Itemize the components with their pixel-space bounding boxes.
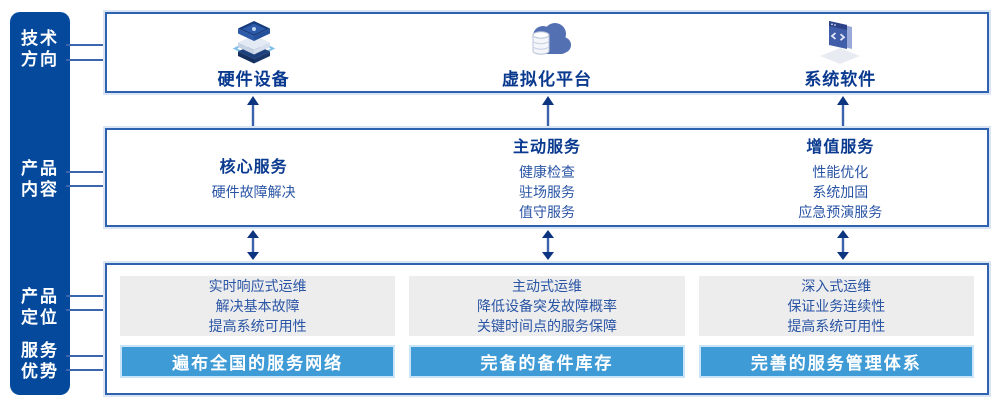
double-arrow-icon xyxy=(247,230,259,260)
product-content-box: 核心服务 硬件故障解决 主动服务 健康检查 驻场服务 值守服务 增值服务 性能优… xyxy=(105,128,989,227)
tech-col-virtualization: 虚拟化平台 xyxy=(400,14,693,91)
connector-line xyxy=(66,59,107,61)
service-item: 健康检查 xyxy=(518,164,575,180)
sidebar-label-line: 定位 xyxy=(21,308,59,327)
advantage-banner: 遍布全国的服务网络 xyxy=(120,345,396,378)
service-item: 应急预演服务 xyxy=(798,204,883,220)
tech-label: 系统软件 xyxy=(804,70,877,89)
connector-line xyxy=(66,355,107,357)
service-col-core: 核心服务 硬件故障解决 xyxy=(107,130,400,225)
code-window-icon xyxy=(820,21,861,64)
positioning-line: 主动式运维 xyxy=(511,278,582,294)
cloud-database-icon xyxy=(532,23,571,55)
sidebar-label-product-content: 产品 内容 xyxy=(10,158,70,200)
up-arrow-icon xyxy=(542,96,554,126)
positioning-advantage-box: 实时响应式运维 解决基本故障 提高系统可用性 遍布全国的服务网络 主动式运维 降… xyxy=(105,263,989,395)
connector-line xyxy=(66,369,107,371)
service-title: 核心服务 xyxy=(219,159,288,176)
advantage-banner: 完备的备件库存 xyxy=(409,345,685,378)
service-item: 硬件故障解决 xyxy=(211,184,296,200)
sidebar-label-line: 服务 xyxy=(21,341,59,360)
connector-line xyxy=(66,185,107,187)
advantage-banner: 完善的服务管理体系 xyxy=(698,345,974,378)
double-arrow-icon xyxy=(837,230,849,260)
sidebar-label-line: 优势 xyxy=(21,362,59,381)
double-arrow-icon xyxy=(542,230,554,260)
service-col-value-added: 增值服务 性能优化 系统加固 应急预演服务 xyxy=(694,130,987,225)
positioning-line: 降低设备突发故障概率 xyxy=(476,298,617,314)
positioning-col-deep: 深入式运维 保证业务连续性 提高系统可用性 完善的服务管理体系 xyxy=(698,276,974,378)
service-title: 主动服务 xyxy=(512,139,581,156)
positioning-line: 解决基本故障 xyxy=(215,298,300,314)
positioning-line: 提高系统可用性 xyxy=(787,318,886,334)
tech-label: 虚拟化平台 xyxy=(501,70,592,89)
positioning-col-proactive: 主动式运维 降低设备突发故障概率 关键时间点的服务保障 完备的备件库存 xyxy=(409,276,685,378)
tech-direction-box: 硬件设备 虚拟化平台 xyxy=(105,12,989,93)
service-item: 系统加固 xyxy=(812,184,869,200)
sidebar-label-line: 内容 xyxy=(21,180,59,199)
sidebar-label-line: 产品 xyxy=(21,287,59,306)
tech-label: 硬件设备 xyxy=(217,70,290,89)
connector-line xyxy=(66,171,107,173)
sidebar-label-tech-direction: 技术 方向 xyxy=(10,28,70,70)
up-arrow-icon xyxy=(247,96,259,126)
sidebar-label-product-positioning: 产品 定位 xyxy=(10,286,70,328)
sidebar-label-line: 技术 xyxy=(21,29,59,48)
server-stack-icon xyxy=(232,21,275,64)
up-arrow-icon xyxy=(837,96,849,126)
connector-line xyxy=(66,44,107,46)
positioning-panel: 深入式运维 保证业务连续性 提高系统可用性 xyxy=(698,276,974,336)
service-col-proactive: 主动服务 健康检查 驻场服务 值守服务 xyxy=(400,130,693,225)
sidebar-label-service-advantage: 服务 优势 xyxy=(10,340,70,382)
positioning-line: 实时响应式运维 xyxy=(208,278,307,294)
tech-col-hardware: 硬件设备 xyxy=(107,14,400,91)
tech-col-software: 系统软件 xyxy=(694,14,987,91)
service-title: 增值服务 xyxy=(806,139,875,156)
positioning-col-realtime: 实时响应式运维 解决基本故障 提高系统可用性 遍布全国的服务网络 xyxy=(120,276,396,378)
positioning-line: 深入式运维 xyxy=(801,278,872,294)
positioning-line: 提高系统可用性 xyxy=(208,318,307,334)
service-item: 值守服务 xyxy=(518,204,575,220)
service-item: 驻场服务 xyxy=(518,184,575,200)
connector-line xyxy=(66,309,107,311)
connector-line xyxy=(66,295,107,297)
sidebar-label-line: 产品 xyxy=(21,159,59,178)
sidebar-label-line: 方向 xyxy=(21,50,59,69)
positioning-line: 关键时间点的服务保障 xyxy=(476,318,617,334)
sidebar: 技术 方向 产品 内容 产品 定位 服务 优势 xyxy=(10,12,70,395)
positioning-panel: 实时响应式运维 解决基本故障 提高系统可用性 xyxy=(120,276,396,336)
service-item: 性能优化 xyxy=(812,164,869,180)
positioning-panel: 主动式运维 降低设备突发故障概率 关键时间点的服务保障 xyxy=(409,276,685,336)
positioning-line: 保证业务连续性 xyxy=(787,298,886,314)
